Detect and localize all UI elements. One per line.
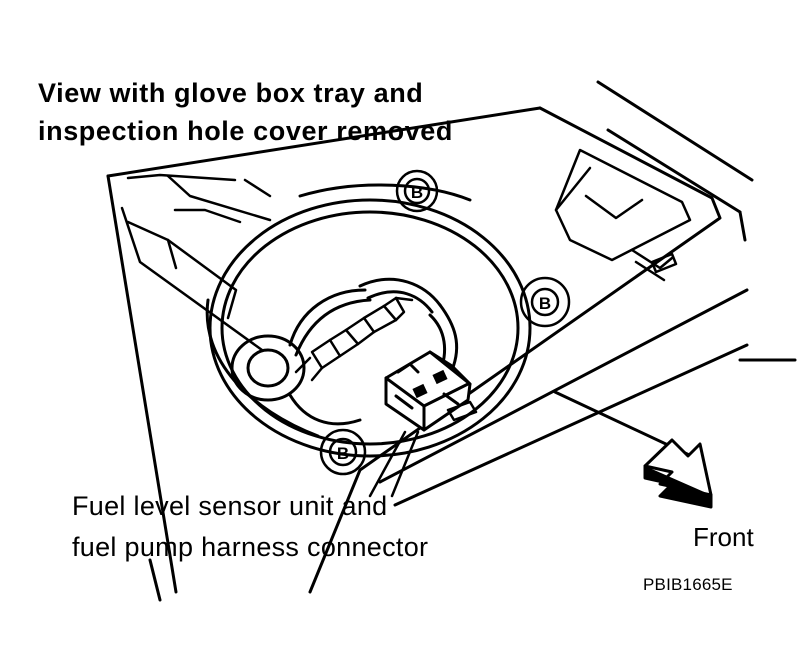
bolt-icon: B <box>539 294 551 313</box>
bolt-boss-right <box>519 276 571 328</box>
callout-line-1: Fuel level sensor unit and <box>72 491 388 521</box>
figure-code: PBIB1665E <box>643 575 733 594</box>
retainer-clip <box>446 252 678 422</box>
bolt-boss-top <box>395 169 439 213</box>
bolt-icon: B <box>337 444 349 463</box>
title-line-2: inspection hole cover removed <box>38 116 454 146</box>
harness-wiring <box>230 277 459 426</box>
front-arrow-icon <box>643 438 713 509</box>
inspection-hole <box>205 183 532 458</box>
callout-line-2: fuel pump harness connector <box>72 532 429 562</box>
bolt-boss-bottom <box>319 428 367 476</box>
title-line-1: View with glove box tray and <box>38 78 424 108</box>
front-label: Front <box>693 522 754 552</box>
bolt-icon: B <box>411 183 423 202</box>
right-pad <box>554 148 692 282</box>
callout-leader <box>368 430 420 498</box>
floor-panel <box>106 80 797 602</box>
sensor-plug <box>294 296 414 382</box>
